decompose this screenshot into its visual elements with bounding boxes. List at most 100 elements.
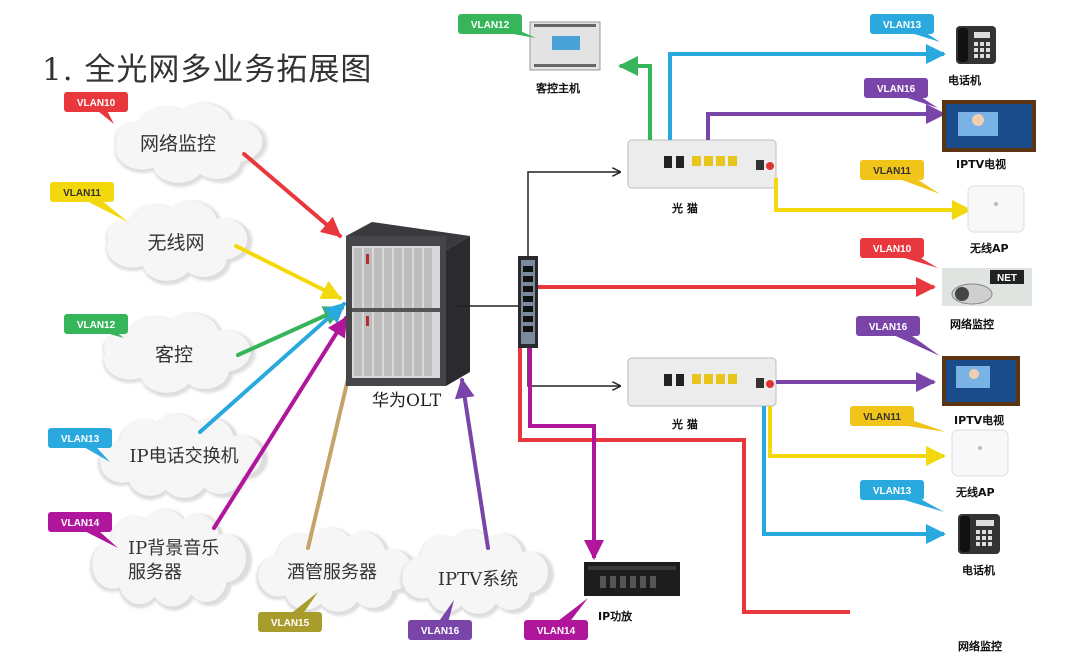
link-vlan11-ap2 — [768, 406, 946, 466]
tag-ap2-label: VLAN11 — [863, 412, 901, 423]
tag-ap2: VLAN11 — [850, 406, 946, 432]
onu-top-device — [627, 139, 777, 189]
source-label-ip-pbx: IP电话交换机 — [129, 446, 238, 467]
tag-wireless-label: VLAN11 — [63, 188, 101, 199]
tag-tv1-label: VLAN16 — [877, 84, 916, 95]
tag-ap1-label: VLAN11 — [873, 166, 911, 177]
vlan-tags: VLAN10VLAN11VLAN12VLAN13VLAN14VLAN15VLAN… — [48, 14, 946, 640]
arrow-vlan11-in — [234, 244, 342, 300]
tag-music-server-label: VLAN14 — [61, 518, 100, 529]
tag-hotel-server-box — [258, 612, 322, 632]
tag-control-host-box — [458, 14, 522, 34]
phone-device-1 — [956, 26, 996, 64]
link-vlan13-phone2 — [762, 406, 946, 544]
camera-net-badge: NET — [997, 273, 1017, 284]
iptv-tv-1 — [942, 100, 1036, 152]
link-vlan16-tv1 — [706, 104, 946, 140]
tag-phone1-box — [870, 14, 934, 34]
tag-ip-pbx-box — [48, 428, 112, 448]
olt-chassis — [346, 222, 470, 386]
tag-iptv-system-label: VLAN16 — [421, 626, 460, 637]
link-vlan10-camera2 — [518, 348, 850, 614]
tag-phone2-box — [860, 480, 924, 500]
source-cloud-network-monitor: 网络监控 — [115, 103, 268, 187]
phone1-label: 电话机 — [948, 73, 981, 87]
splitter-outputs — [527, 172, 620, 386]
link-vlan13-phone1 — [668, 44, 946, 140]
onu-bottom-links — [762, 372, 946, 544]
source-cloud-wireless: 无线网 — [106, 201, 253, 285]
arrow-vlan16-in — [454, 378, 490, 550]
tag-camera1-box — [860, 238, 924, 258]
tag-hotel-server: VLAN15 — [258, 592, 322, 632]
onu-bottom-device — [627, 357, 777, 407]
tag-phone2-label: VLAN13 — [873, 486, 912, 497]
tag-iptv-system: VLAN16 — [408, 600, 472, 640]
tag-camera1-label: VLAN10 — [873, 244, 912, 255]
camera2-label: 网络监控 — [958, 639, 1002, 653]
source-label-network-monitor: 网络监控 — [140, 133, 216, 155]
tag-network-monitor-label: VLAN10 — [77, 98, 116, 109]
tag-ip-pbx-label: VLAN13 — [61, 434, 100, 445]
tag-control-host: VLAN12 — [458, 14, 536, 38]
tag-tv1-box — [864, 78, 928, 98]
tag-tv2: VLAN16 — [856, 316, 940, 356]
tag-music-server-box — [48, 512, 112, 532]
phone-device-2 — [958, 514, 1000, 554]
tag-wireless-box — [50, 182, 114, 202]
olt-label: 华为OLT — [372, 391, 442, 411]
wireless-ap-1 — [967, 185, 1025, 233]
tag-tv1: VLAN16 — [864, 78, 938, 108]
optical-splitter — [518, 256, 538, 348]
link-vlan14-amp — [528, 348, 604, 560]
tag-network-monitor: VLAN10 — [64, 92, 128, 124]
tag-camera1: VLAN10 — [860, 238, 938, 268]
iptv-tv-2 — [942, 356, 1020, 406]
control-host-label: 客控主机 — [535, 81, 580, 95]
source-cloud-music-server: IP背景音乐 服务器 — [90, 509, 252, 611]
tv2-label: IPTV电视 — [954, 413, 1004, 427]
link-vlan11-ap1 — [774, 178, 972, 220]
source-label-music-line1: IP背景音乐 — [128, 538, 219, 559]
tag-phone2: VLAN13 — [860, 480, 944, 512]
arrow-vlan14-in — [212, 316, 348, 530]
source-label-iptv: IPTV系统 — [438, 569, 518, 590]
camera1-label: 网络监控 — [950, 317, 994, 331]
inbound-arrows — [198, 152, 490, 550]
control-host-device — [529, 21, 601, 71]
onu-top-links — [618, 44, 972, 220]
source-label-music-line2: 服务器 — [128, 562, 182, 583]
tag-music-server: VLAN14 — [48, 512, 118, 548]
tag-network-monitor-box — [64, 92, 128, 112]
tag-ap1-box — [860, 160, 924, 180]
source-label-hotel-server: 酒管服务器 — [287, 562, 377, 583]
tag-ap1: VLAN11 — [860, 160, 940, 194]
tag-ip-amp: VLAN14 — [524, 598, 588, 640]
tag-ip-amp-box — [524, 620, 588, 640]
tag-phone1: VLAN13 — [870, 14, 940, 42]
tag-control-host-label: VLAN12 — [471, 20, 510, 31]
ap1-label: 无线AP — [969, 241, 1009, 255]
tag-hotel-server-label: VLAN15 — [271, 618, 310, 629]
wireless-ap-2 — [951, 429, 1009, 477]
amp-label: IP功放 — [598, 609, 633, 623]
tag-phone1-label: VLAN13 — [883, 20, 922, 31]
tag-iptv-system-box — [408, 620, 472, 640]
tag-room-control-label: VLAN12 — [77, 320, 116, 331]
tag-room-control-box — [64, 314, 128, 334]
source-cloud-iptv: IPTV系统 — [400, 530, 554, 618]
onu-bottom-label: 光 猫 — [671, 417, 698, 431]
tag-room-control: VLAN12 — [64, 314, 128, 338]
network-camera-1: NET — [942, 268, 1032, 306]
link-to-onu-top — [527, 172, 620, 256]
source-cloud-hotel-server: 酒管服务器 — [256, 528, 418, 616]
tag-ip-amp-label: VLAN14 — [537, 626, 576, 637]
tag-ap2-box — [850, 406, 914, 426]
link-to-onu-bottom — [527, 348, 620, 386]
source-label-room-control: 客控 — [155, 344, 193, 366]
source-label-wireless: 无线网 — [147, 232, 204, 254]
link-vlan12-host — [618, 56, 652, 140]
ip-amplifier-device — [584, 562, 680, 596]
